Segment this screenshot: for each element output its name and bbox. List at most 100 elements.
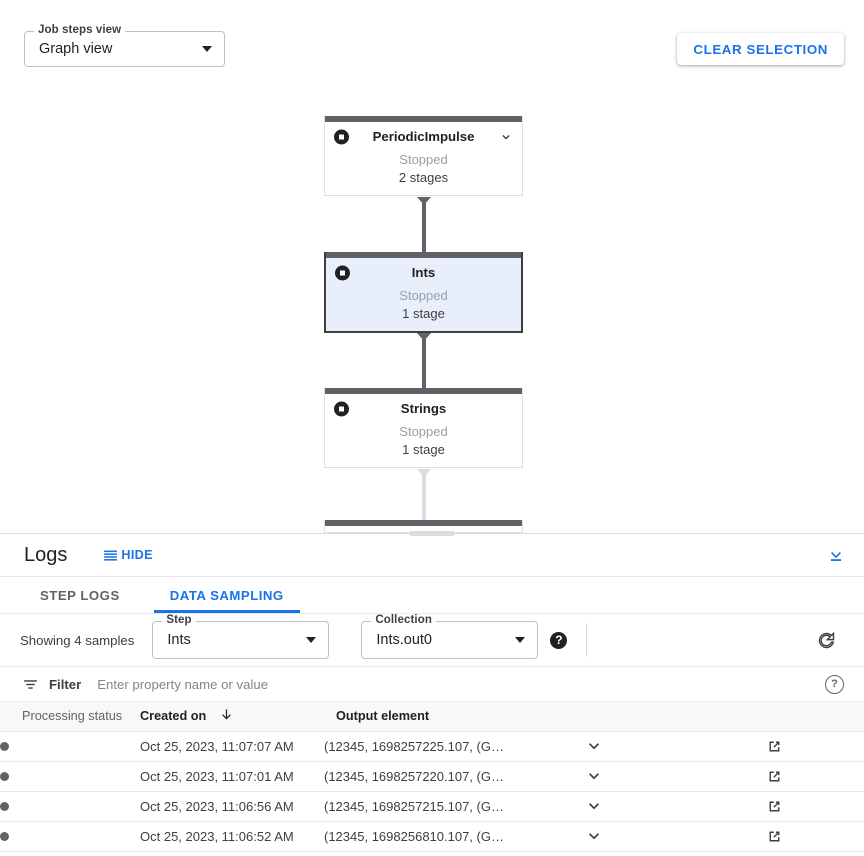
hide-logs-label: HIDE	[121, 548, 153, 562]
node-status: Stopped	[399, 288, 448, 303]
sampling-controls: Showing 4 samples Step Ints Collection I…	[0, 614, 864, 667]
stop-icon	[334, 129, 349, 144]
open-in-new-icon[interactable]	[763, 765, 785, 787]
filter-row: Filter ?	[0, 667, 864, 702]
node-status: Stopped	[399, 152, 448, 167]
cell-expand[interactable]	[504, 731, 684, 761]
graph-edge	[417, 469, 431, 520]
collapse-down-icon[interactable]	[824, 543, 848, 567]
cell-created-on: Oct 25, 2023, 11:07:01 AM	[140, 768, 294, 784]
chevron-down-icon	[202, 46, 212, 52]
cell-output-element: (12345, 1698257220.107, (GlobalWindow,),…	[324, 768, 504, 784]
graph-node-strings[interactable]: Strings Stopped 1 stage	[324, 388, 523, 468]
refresh-icon[interactable]	[814, 628, 838, 652]
node-title: Strings	[400, 401, 447, 416]
table-row[interactable]: Oct 25, 2023, 11:07:07 AM (12345, 169825…	[0, 731, 864, 761]
cell-created-on: Oct 25, 2023, 11:07:07 AM	[140, 738, 294, 754]
collection-select-label: Collection	[371, 614, 436, 626]
logs-tabs: STEP LOGS DATA SAMPLING	[0, 577, 864, 614]
panel-drag-handle[interactable]	[409, 531, 455, 536]
cell-output-element: (12345, 1698257215.107, (GlobalWindow,),…	[324, 798, 504, 814]
open-in-new-icon[interactable]	[763, 825, 785, 847]
table-row[interactable]: Oct 25, 2023, 11:06:52 AM (12345, 169825…	[0, 821, 864, 851]
samples-table: Processing status Created on Output elem…	[0, 702, 864, 852]
cell-open-in-new[interactable]	[684, 821, 864, 851]
table-row[interactable]: Oct 25, 2023, 11:07:01 AM (12345, 169825…	[0, 761, 864, 791]
open-in-new-icon[interactable]	[763, 735, 785, 757]
node-status-bar	[325, 388, 522, 394]
node-header: Strings	[325, 394, 522, 423]
node-header: PeriodicImpulse	[325, 122, 522, 151]
chevron-down-icon	[306, 637, 317, 643]
graph-node-ints[interactable]: Ints Stopped 1 stage	[324, 252, 523, 333]
cell-open-in-new[interactable]	[684, 731, 864, 761]
chevron-down-icon[interactable]	[583, 765, 605, 787]
arrow-icon	[417, 469, 431, 477]
hide-logs-button[interactable]: HIDE	[102, 547, 153, 564]
status-dot	[0, 801, 9, 811]
step-select-value: Ints	[167, 631, 191, 648]
logs-title: Logs	[24, 544, 68, 566]
arrow-down-icon	[219, 707, 234, 725]
help-icon[interactable]: ?	[550, 631, 568, 649]
table-row[interactable]: Oct 25, 2023, 11:06:56 AM (12345, 169825…	[0, 791, 864, 821]
graph-node-periodicimpulse[interactable]: PeriodicImpulse Stopped 2 stages	[324, 116, 523, 196]
filter-input[interactable]	[95, 675, 825, 693]
arrow-icon	[417, 333, 431, 341]
job-steps-view-label: Job steps view	[34, 24, 126, 36]
column-header-created-on[interactable]: Created on	[140, 702, 324, 732]
cell-processing-status	[0, 761, 140, 791]
cell-expand[interactable]	[504, 791, 684, 821]
logs-header: Logs HIDE	[0, 534, 864, 577]
collection-select[interactable]: Collection Ints.out0	[361, 614, 539, 659]
node-stages: 1 stage	[402, 442, 445, 457]
graph-edge	[417, 333, 431, 388]
node-stages: 2 stages	[398, 170, 449, 185]
collection-select-value: Ints.out0	[376, 631, 432, 648]
job-steps-view-select[interactable]: Job steps view Graph view	[24, 24, 225, 67]
arrow-icon	[417, 197, 431, 205]
filter-icon	[22, 676, 39, 693]
chevron-down-icon[interactable]	[499, 130, 513, 144]
node-status-bar	[325, 116, 522, 122]
tab-data-sampling[interactable]: DATA SAMPLING	[153, 577, 300, 613]
node-title: PeriodicImpulse	[372, 129, 475, 144]
chevron-down-icon	[515, 637, 526, 643]
table-header-row: Processing status Created on Output elem…	[0, 702, 864, 732]
clear-selection-button[interactable]: CLEAR SELECTION	[677, 33, 844, 65]
step-select-label: Step	[162, 614, 196, 626]
column-header-processing-status[interactable]: Processing status	[0, 702, 140, 732]
cell-open-in-new[interactable]	[684, 791, 864, 821]
job-graph-pane: Job steps view Graph view CLEAR SELECTIO…	[0, 0, 864, 533]
help-outline-icon[interactable]: ?	[825, 674, 844, 694]
cell-processing-status	[0, 731, 140, 761]
open-in-new-icon[interactable]	[763, 795, 785, 817]
stop-icon	[335, 265, 350, 280]
status-dot	[0, 741, 9, 751]
cell-output-element: (12345, 1698256810.107, (GlobalWindow,),…	[324, 828, 504, 844]
chevron-down-icon[interactable]	[583, 795, 605, 817]
step-select[interactable]: Step Ints	[152, 614, 330, 659]
chevron-down-icon[interactable]	[583, 825, 605, 847]
cell-processing-status	[0, 821, 140, 851]
node-status-bar	[325, 520, 522, 526]
node-title: Ints	[411, 265, 436, 280]
samples-table-body: Oct 25, 2023, 11:07:07 AM (12345, 169825…	[0, 731, 864, 851]
cell-open-in-new[interactable]	[684, 761, 864, 791]
graph-edge	[417, 197, 431, 252]
filter-label: Filter	[49, 676, 82, 692]
job-steps-view-value: Graph view	[39, 40, 113, 57]
chevron-down-icon[interactable]	[583, 735, 605, 757]
divider	[586, 623, 588, 657]
status-dot	[0, 771, 9, 781]
cell-expand[interactable]	[504, 761, 684, 791]
cell-created-on: Oct 25, 2023, 11:06:56 AM	[140, 798, 294, 814]
cell-output-element: (12345, 1698257225.107, (GlobalWindow,),…	[324, 738, 504, 754]
column-header-created-on-label: Created on	[140, 709, 207, 724]
tab-step-logs[interactable]: STEP LOGS	[40, 587, 120, 603]
node-status-bar	[326, 252, 521, 258]
cell-expand[interactable]	[504, 821, 684, 851]
status-dot	[0, 831, 9, 841]
column-header-output-element[interactable]: Output element	[324, 702, 864, 732]
node-status: Stopped	[399, 424, 448, 439]
